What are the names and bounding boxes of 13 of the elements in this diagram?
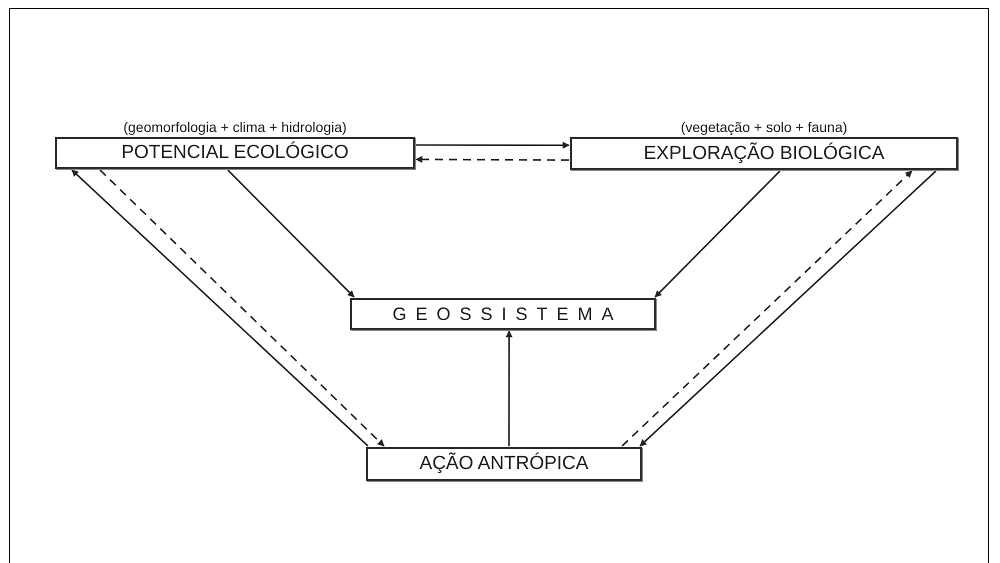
concept-label: EXPLORAÇÃO BIOLÓGICA <box>644 142 884 164</box>
component-list: (geomorfologia + clima + hidrologia) <box>123 119 347 135</box>
concept-label: AÇÃO ANTRÓPICA <box>420 453 588 475</box>
component-list: (vegetação + solo + fauna) <box>680 119 848 135</box>
arrow <box>416 142 570 149</box>
arrow <box>506 330 513 446</box>
concept-label: POTENCIAL ECOLÓGICO <box>121 142 349 164</box>
concept-box <box>350 298 656 330</box>
concept-box <box>366 447 642 481</box>
arrow <box>654 170 780 298</box>
concept-label: GEOSSISTEMA <box>392 304 623 324</box>
arrow <box>415 156 569 163</box>
arrow <box>227 169 355 298</box>
